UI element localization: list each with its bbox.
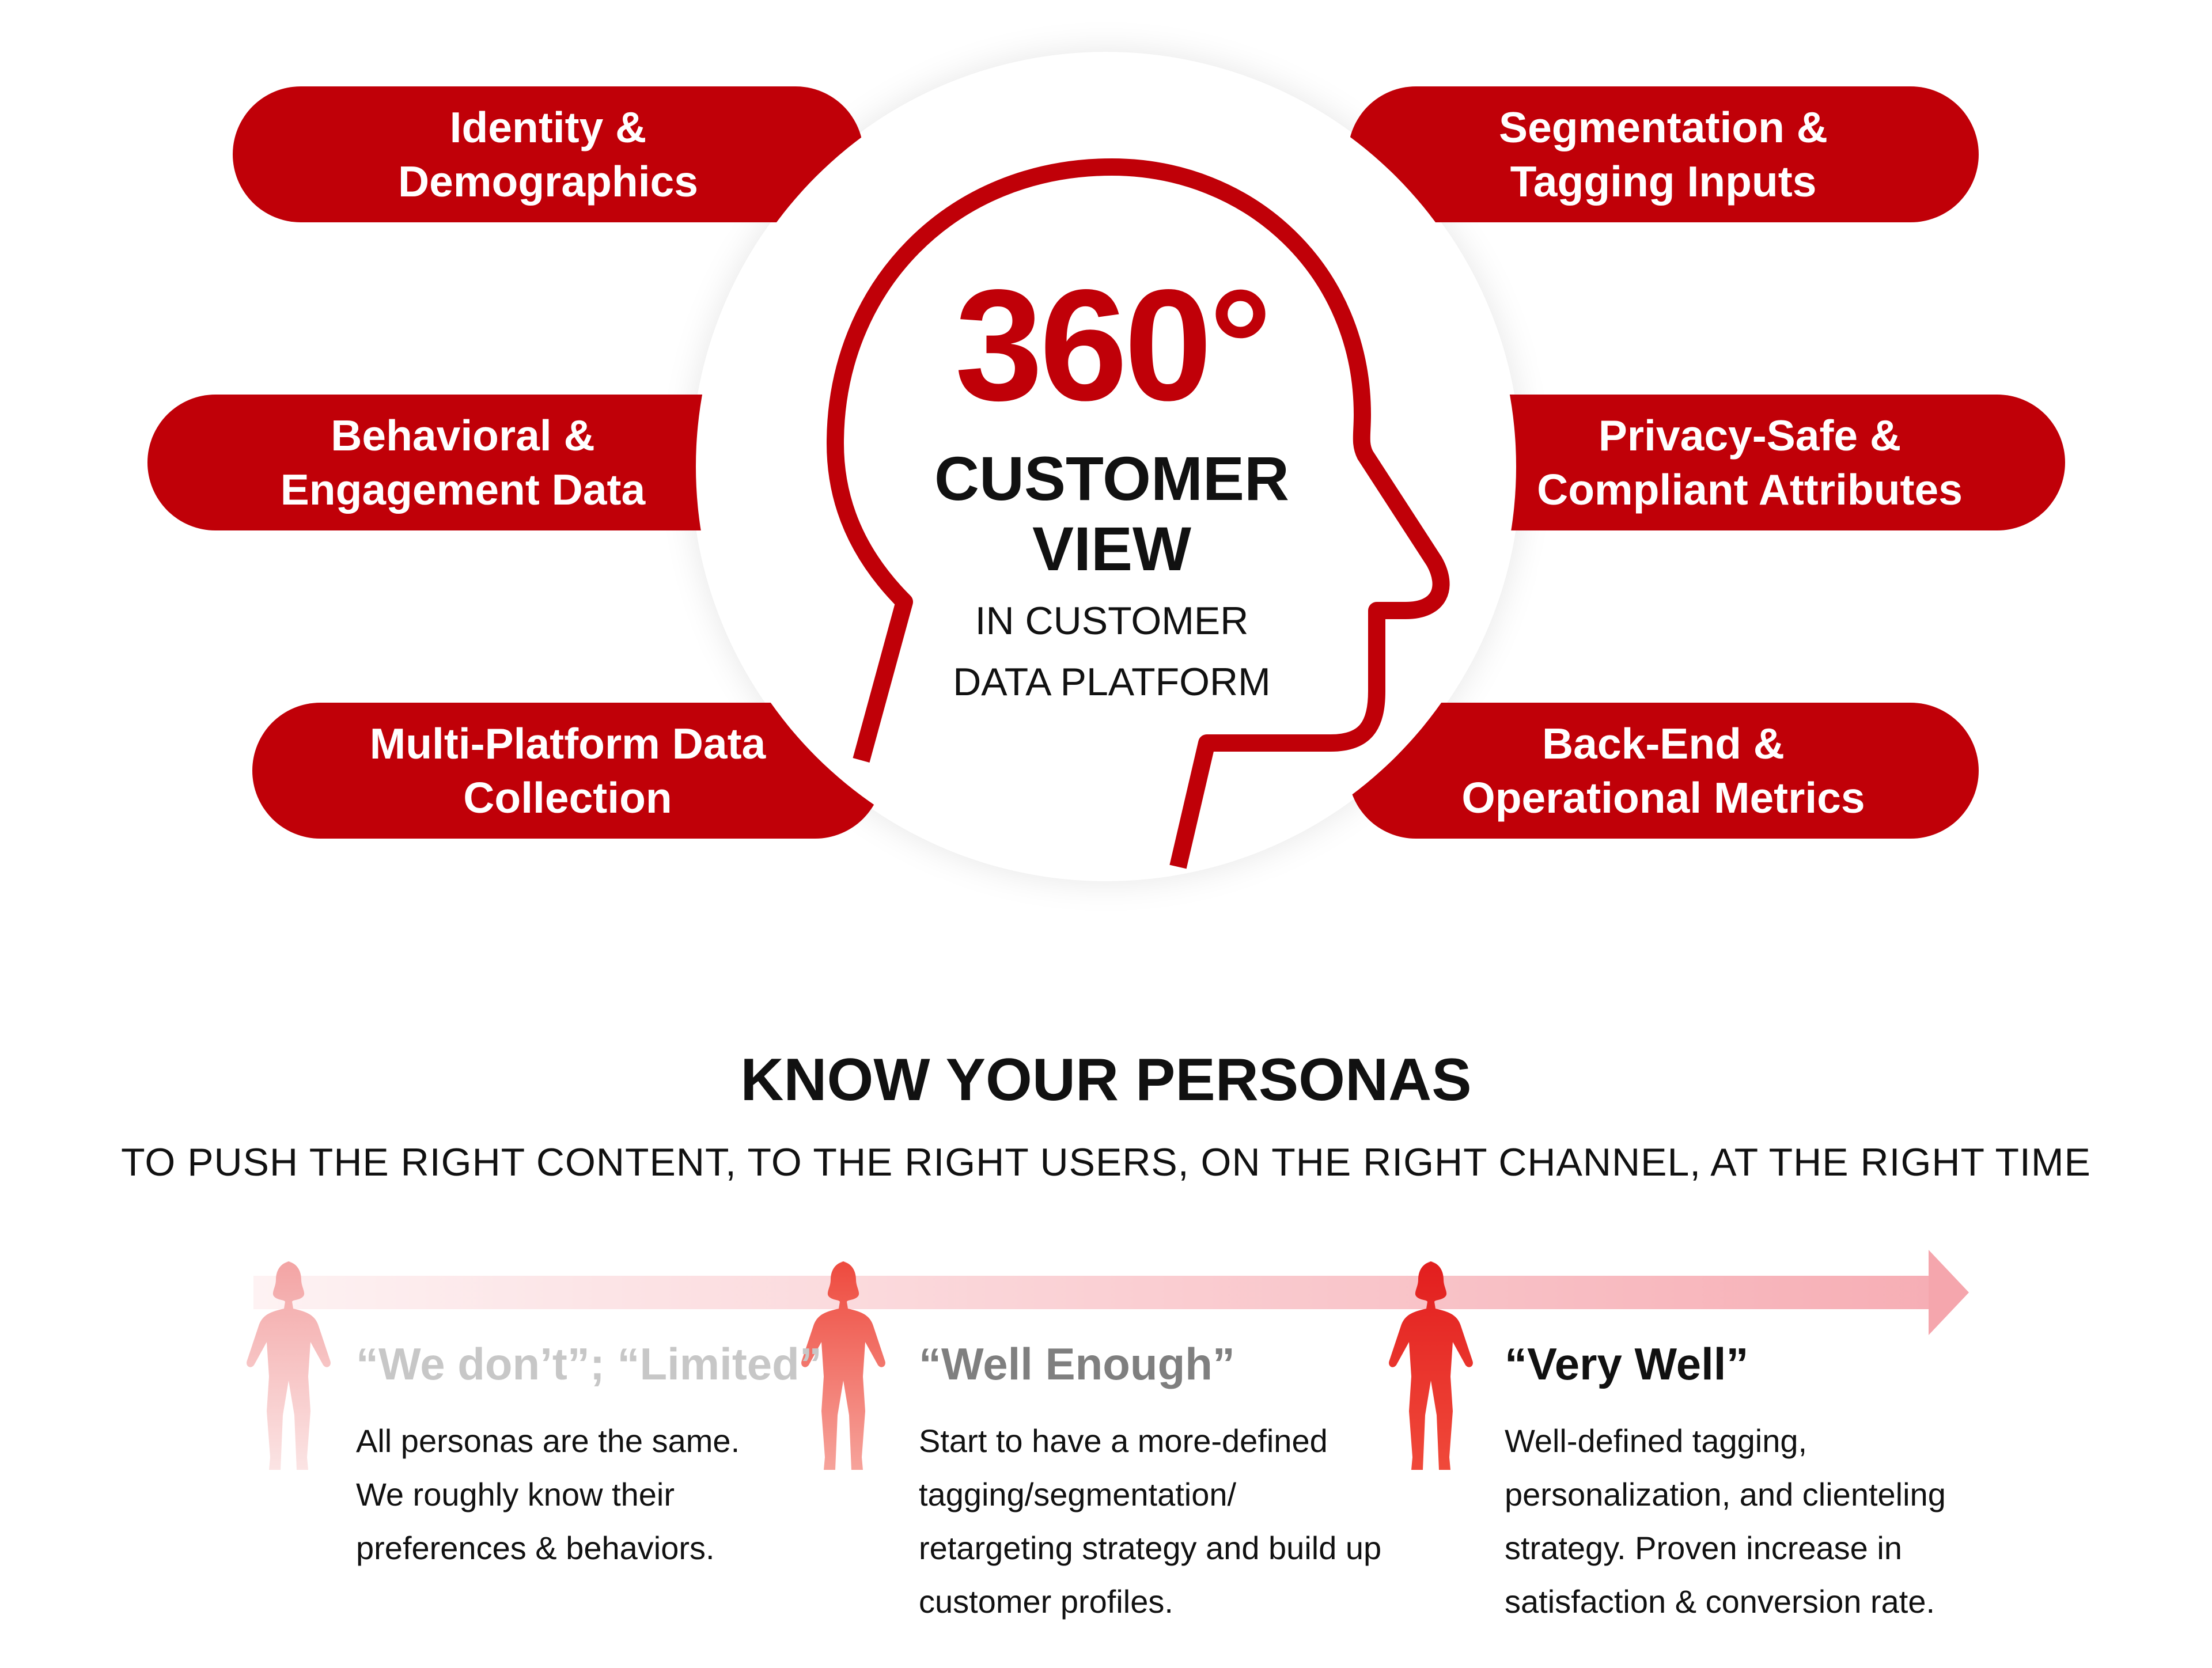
desc-line: preferences & behaviors. [356,1530,715,1566]
pill-line: Engagement Data [280,465,646,514]
stage-very-well-title: “Very Well” [1505,1339,1749,1389]
stage-very-well-description: Well-defined tagging, personalization, a… [1505,1414,1946,1628]
arrow-head-icon [1929,1250,1969,1335]
desc-line: strategy. Proven increase in [1505,1530,1902,1566]
pill-line: Segmentation & [1499,103,1828,151]
desc-line: We roughly know their [356,1476,675,1512]
desc-line: tagging/segmentation/ [919,1476,1237,1512]
personas-subtitle: TO PUSH THE RIGHT CONTENT, TO THE RIGHT … [121,1140,2091,1184]
personas-title: KNOW YOUR PERSONAS [740,1047,1472,1113]
pill-line: Demographics [398,157,698,206]
desc-line: retargeting strategy and build up [919,1530,1382,1566]
title-line: CUSTOMER [934,443,1290,513]
pill-line: Tagging Inputs [1510,157,1817,206]
pill-line: Identity & [449,103,647,151]
person-silhouette-icon [1389,1261,1473,1470]
desc-line: Start to have a more-defined [919,1423,1328,1459]
title-line: VIEW [1032,514,1191,583]
pill-identity-demographics: Identity & Demographics [233,86,863,222]
person-silhouette-icon [247,1261,331,1470]
pill-backend-operational: Back-End & Operational Metrics [1348,703,1979,839]
pill-line: Multi-Platform Data [369,719,766,768]
desc-line: personalization, and clienteling [1505,1476,1946,1512]
desc-line: customer profiles. [919,1583,1173,1620]
desc-line: Well-defined tagging, [1505,1423,1808,1459]
pill-line: Back-End & [1542,719,1785,768]
pill-line: Behavioral & [331,411,595,460]
subtitle-line: DATA PLATFORM [953,660,1271,704]
pill-line: Privacy-Safe & [1598,411,1902,460]
desc-line: satisfaction & conversion rate. [1505,1583,1936,1620]
person-silhouette-icon [801,1261,885,1470]
stage-well-enough-title: “Well Enough” [919,1339,1235,1389]
degrees-heading: 360° [955,257,1272,434]
stage-well-enough-description: Start to have a more-defined tagging/seg… [919,1414,1381,1628]
progress-arrow-bar [253,1276,1930,1309]
pill-line: Operational Metrics [1461,774,1865,822]
stage-limited-description: All personas are the same. We roughly kn… [356,1414,740,1575]
desc-line: All personas are the same. [356,1423,740,1459]
stage-limited-title: “We don’t”; “Limited” [356,1339,822,1389]
pill-privacy-compliant: Privacy-Safe & Compliant Attributes [1434,395,2065,530]
pill-segmentation-tagging: Segmentation & Tagging Inputs [1348,86,1979,222]
customer-view-title: CUSTOMER VIEW [881,443,1342,584]
customer-view-subtitle: IN CUSTOMER DATA PLATFORM [881,590,1342,712]
subtitle-line: IN CUSTOMER [975,599,1249,643]
pill-line: Compliant Attributes [1537,465,1963,514]
pill-line: Collection [463,774,672,822]
pill-behavioral-engagement: Behavioral & Engagement Data [147,395,778,530]
